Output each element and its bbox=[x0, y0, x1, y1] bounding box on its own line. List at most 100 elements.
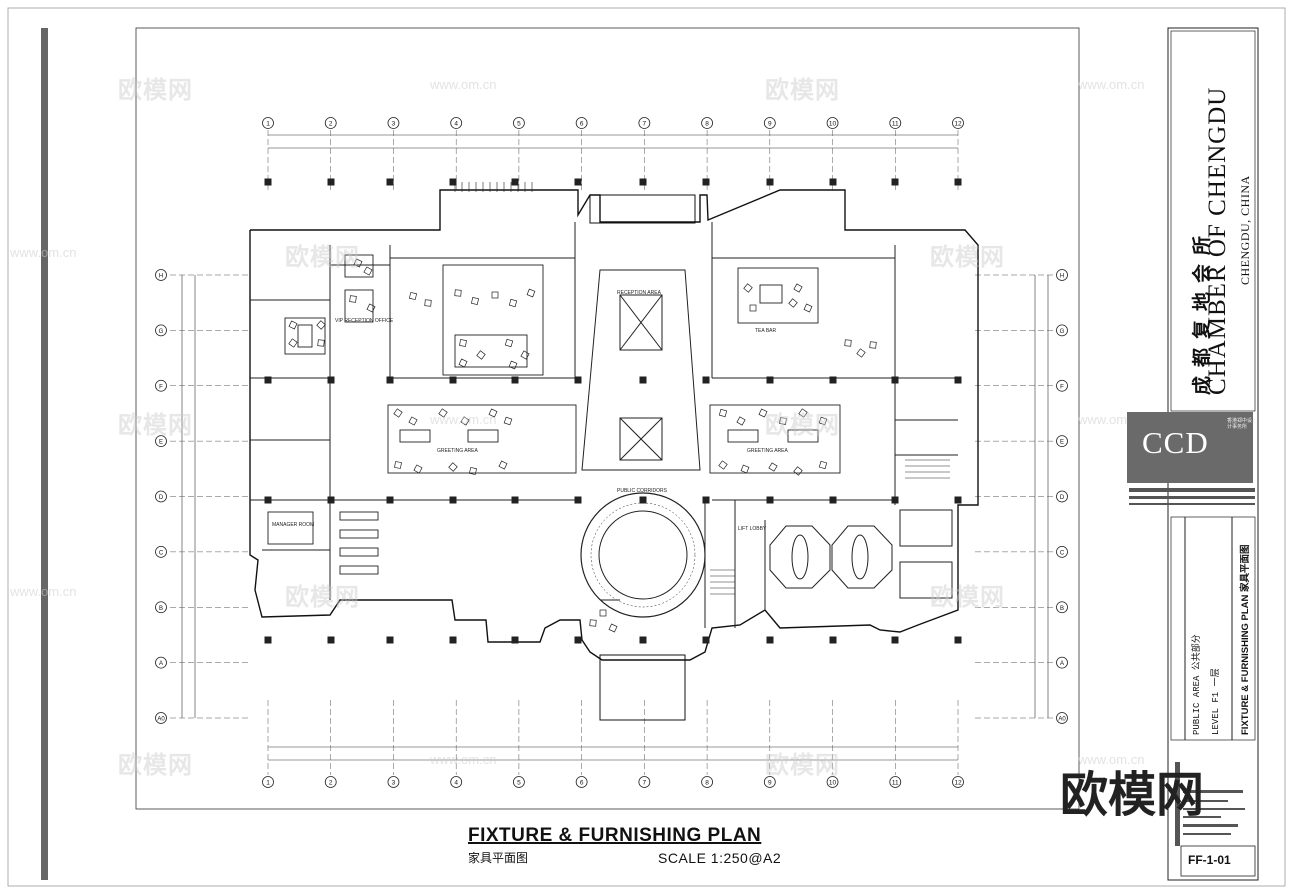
greeting-areas bbox=[387, 264, 841, 474]
chair bbox=[408, 416, 418, 426]
grid-bubble-label: E bbox=[159, 440, 163, 446]
chair bbox=[454, 289, 462, 297]
chair bbox=[768, 462, 778, 472]
chair bbox=[818, 416, 828, 426]
watermark-url: www.om.cn bbox=[10, 245, 77, 260]
car-display bbox=[769, 509, 953, 599]
column bbox=[449, 496, 457, 504]
grid-bubble bbox=[450, 117, 463, 129]
grid-bubble bbox=[155, 269, 167, 281]
column bbox=[264, 178, 272, 186]
chair bbox=[288, 338, 298, 348]
grid-bubble-label: 7 bbox=[643, 780, 647, 787]
chair bbox=[491, 291, 499, 299]
grid-bubble bbox=[1056, 656, 1068, 669]
grid-bubble bbox=[1056, 490, 1068, 503]
label-public-corridors: PUBLIC CORRIDORS bbox=[617, 488, 668, 494]
chair bbox=[349, 295, 357, 303]
grid-bubble bbox=[324, 117, 337, 129]
column bbox=[639, 178, 647, 186]
grid-bubble bbox=[952, 776, 964, 788]
chair bbox=[793, 466, 803, 476]
grid-bubble-label: D bbox=[159, 495, 164, 501]
watermark-url: www.om.cn bbox=[10, 584, 77, 599]
chair bbox=[798, 408, 808, 418]
reception-area bbox=[581, 269, 701, 471]
column bbox=[766, 178, 774, 186]
chair bbox=[718, 408, 728, 418]
grid-bubble bbox=[575, 776, 588, 788]
chair bbox=[504, 338, 514, 348]
ccd-logo-subtitle: 香港郑中设计事务所 bbox=[1227, 418, 1253, 430]
chair bbox=[353, 258, 363, 268]
chair bbox=[468, 466, 478, 476]
chair bbox=[520, 350, 530, 360]
grid-bubble-label: A0 bbox=[157, 717, 165, 723]
watermark-text: 欧模网 bbox=[285, 583, 360, 611]
grid-bubble-label: 9 bbox=[768, 121, 772, 128]
chair bbox=[503, 416, 513, 426]
ccd-logo bbox=[1127, 412, 1253, 483]
chair bbox=[740, 464, 750, 474]
column bbox=[449, 178, 457, 186]
grid-bubble-label: 11 bbox=[892, 121, 899, 128]
label-lift-lobby: LIFT LOBBY bbox=[738, 526, 767, 532]
chair bbox=[818, 460, 828, 470]
chair bbox=[316, 320, 326, 330]
chair bbox=[718, 460, 728, 470]
column bbox=[702, 178, 710, 186]
grid-bubble-label: 3 bbox=[392, 780, 396, 787]
grid-bubble-label: 11 bbox=[892, 780, 899, 787]
grid-bubble-label: 10 bbox=[829, 121, 837, 128]
column bbox=[574, 636, 582, 644]
watermark-text: 欧模网 bbox=[930, 243, 1005, 271]
grid-bubble bbox=[952, 117, 964, 129]
area-label: PUBLIC AREA 公共部分 bbox=[1192, 634, 1202, 735]
column bbox=[954, 496, 962, 504]
chair bbox=[498, 460, 508, 470]
grid-bubble-label: H bbox=[159, 274, 163, 280]
watermark-text: 欧模网 bbox=[765, 751, 840, 779]
label-greeting-area-right: GREETING AREA bbox=[747, 448, 789, 454]
chair bbox=[438, 408, 448, 418]
grid-bubble bbox=[889, 117, 902, 129]
column bbox=[891, 496, 899, 504]
column bbox=[449, 376, 457, 384]
watermark-url: www.om.cn bbox=[430, 412, 497, 427]
grid-bubble bbox=[387, 776, 400, 788]
chair bbox=[366, 303, 376, 313]
column bbox=[511, 496, 519, 504]
column bbox=[891, 376, 899, 384]
watermark-text: 欧模网 bbox=[765, 76, 840, 104]
grid-bubble-label: 5 bbox=[517, 780, 521, 787]
chair bbox=[869, 341, 877, 349]
chair bbox=[508, 298, 518, 308]
grid-bubble bbox=[701, 117, 713, 129]
chair bbox=[394, 461, 402, 469]
interior-walls bbox=[250, 222, 958, 628]
level-label: LEVEL F1 一层 bbox=[1211, 668, 1221, 735]
chair bbox=[393, 408, 403, 418]
building-outline bbox=[249, 189, 979, 721]
column bbox=[386, 376, 394, 384]
grid-bubble-label: 8 bbox=[705, 780, 709, 787]
chair bbox=[508, 360, 518, 370]
grid-bubble bbox=[387, 117, 400, 129]
grid-bubble-label: C bbox=[159, 550, 164, 556]
grid-bubble bbox=[1056, 712, 1068, 724]
grid-bubble-label: 12 bbox=[954, 121, 962, 128]
column bbox=[954, 178, 962, 186]
label-greeting-area-left: GREETING AREA bbox=[437, 448, 479, 454]
watermark-logo: 欧模网 bbox=[1060, 767, 1205, 823]
structural-columns bbox=[264, 178, 962, 644]
label-reception-area: RECEPTION AREA bbox=[617, 290, 662, 296]
grid-bubble-label: 6 bbox=[580, 780, 584, 787]
chair bbox=[736, 416, 746, 426]
column bbox=[574, 178, 582, 186]
column bbox=[511, 376, 519, 384]
meeting-table bbox=[267, 254, 379, 575]
grid-bubble bbox=[889, 776, 902, 788]
column bbox=[766, 376, 774, 384]
column bbox=[766, 496, 774, 504]
